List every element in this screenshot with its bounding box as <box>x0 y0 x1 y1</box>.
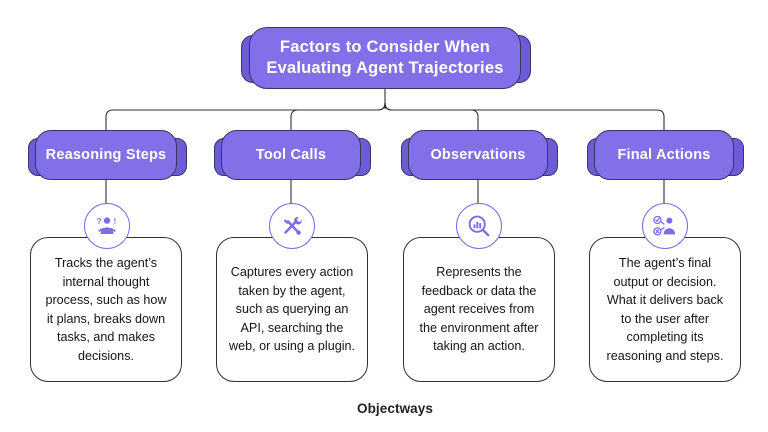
wrench-screwdriver-icon <box>269 203 315 249</box>
branch-label-reasoning-steps[interactable]: Reasoning Steps <box>35 130 177 180</box>
branch-label-observations[interactable]: Observations <box>408 130 548 180</box>
person-thinking-icon: ? ! <box>84 203 130 249</box>
branch-description-tool-calls: Captures every action taken by the agent… <box>216 237 368 382</box>
branch-label-final-actions[interactable]: Final Actions <box>594 130 734 180</box>
person-decision-check-cross-icon <box>642 203 688 249</box>
magnifier-bar-chart-icon <box>456 203 502 249</box>
svg-text:!: ! <box>114 217 117 226</box>
svg-text:?: ? <box>97 217 102 226</box>
footer-brand: Objectways <box>0 400 768 416</box>
objectways-logo-icon <box>336 401 350 415</box>
diagram-title: Factors to Consider When Evaluating Agen… <box>249 27 521 89</box>
branch-description-observations: Represents the feedback or data the agen… <box>403 237 555 382</box>
brand-name: Objectways <box>356 400 434 416</box>
branch-description-reasoning-steps: Tracks the agent’s internal thought proc… <box>30 237 182 382</box>
branch-description-final-actions: The agent’s final output or decision. Wh… <box>589 237 741 382</box>
branch-label-tool-calls[interactable]: Tool Calls <box>221 130 361 180</box>
